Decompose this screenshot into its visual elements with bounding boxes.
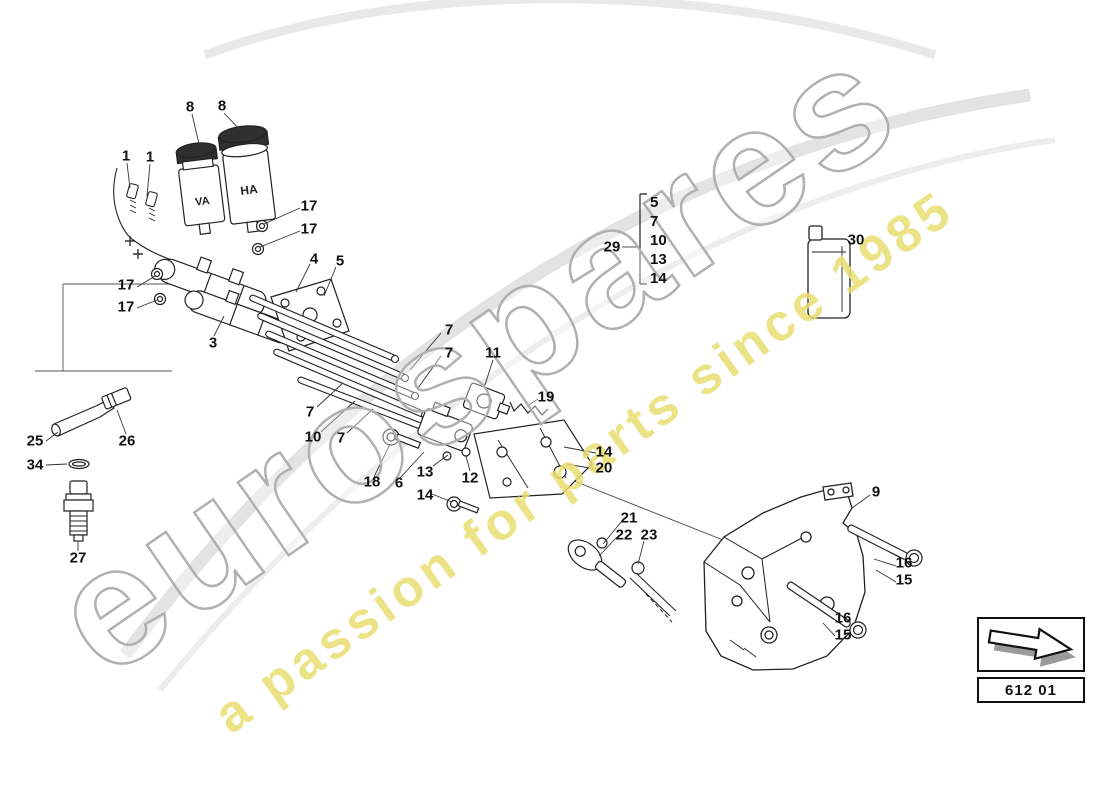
pipe-fitting: [101, 387, 132, 410]
ref-item-7: 7: [650, 213, 659, 230]
ref-item-5: 5: [650, 194, 659, 211]
callout-1: 1: [121, 147, 131, 165]
callout-7: 7: [444, 344, 454, 362]
callout-12: 12: [461, 469, 479, 487]
direction-arrow-box: [977, 617, 1085, 672]
watermark-swoosh: [119, 0, 1056, 692]
ref-item-13: 13: [650, 251, 667, 268]
callout-15: 15: [895, 571, 913, 589]
callout-23: 23: [640, 526, 658, 544]
valve-assembly: [382, 382, 593, 514]
fluid-bottle: [807, 225, 851, 319]
callout-7: 7: [444, 321, 454, 339]
callout-15: 15: [834, 626, 852, 644]
reservoir-front: VA: [175, 142, 226, 235]
callout-5: 5: [335, 252, 345, 270]
mounting-nuts: [150, 219, 269, 306]
callout-27: 27: [69, 549, 87, 567]
reservoir-rear: HA: [217, 125, 276, 234]
callout-16: 16: [834, 609, 852, 627]
callout-11: 11: [485, 344, 501, 362]
callout-7: 7: [336, 429, 346, 447]
callout-16: 16: [895, 554, 913, 572]
callout-34: 34: [26, 456, 44, 474]
ref-item-10: 10: [650, 232, 667, 249]
part-code: 612 01: [1005, 681, 1057, 699]
part-code-box: 612 01: [977, 677, 1085, 703]
master-cylinder: [150, 219, 292, 344]
callout-14: 14: [595, 443, 613, 461]
callout-6: 6: [394, 474, 404, 492]
callout-25: 25: [26, 432, 44, 450]
callout-14: 14: [416, 486, 434, 504]
callout-20: 20: [595, 459, 613, 477]
leader-lines: [45, 112, 897, 637]
brake-pipe-sensors: [113, 167, 179, 263]
callout-8: 8: [217, 97, 227, 115]
hose-elbow: [51, 398, 115, 437]
callout-9: 9: [871, 483, 881, 501]
callout-1: 1: [145, 148, 155, 166]
callout-17: 17: [117, 276, 135, 294]
spring: [509, 401, 549, 416]
callout-22: 22: [615, 526, 633, 544]
reservoir-rear-label: HA: [240, 182, 259, 198]
ref-group-label: 29: [603, 238, 621, 256]
callout-18: 18: [363, 473, 381, 491]
reservoir-front-label: VA: [195, 195, 211, 209]
callout-3: 3: [208, 334, 218, 352]
callout-19: 19: [537, 388, 555, 406]
callout-17: 17: [300, 197, 318, 215]
callout-17: 17: [300, 220, 318, 238]
callout-17: 17: [117, 298, 135, 316]
callout-30: 30: [847, 231, 865, 249]
callout-7: 7: [305, 403, 315, 421]
callout-21: 21: [620, 509, 638, 527]
ref-group-bracket: [622, 193, 647, 285]
chassis-reference-lines: [35, 236, 172, 372]
callout-26: 26: [118, 432, 136, 450]
ref-item-14: 14: [650, 270, 667, 287]
callout-13: 13: [416, 463, 434, 481]
callout-10: 10: [304, 428, 322, 446]
callout-8: 8: [185, 98, 195, 116]
callout-4: 4: [309, 250, 319, 268]
pressure-switch: [63, 480, 94, 542]
ref-group-items: 5 7 10 13 14: [650, 193, 667, 288]
clevis-cable: [567, 537, 677, 623]
direction-arrow-icon: [987, 626, 1076, 667]
mounting-bolts: [786, 524, 923, 639]
o-ring: [68, 458, 90, 470]
pushrods: [249, 294, 430, 431]
